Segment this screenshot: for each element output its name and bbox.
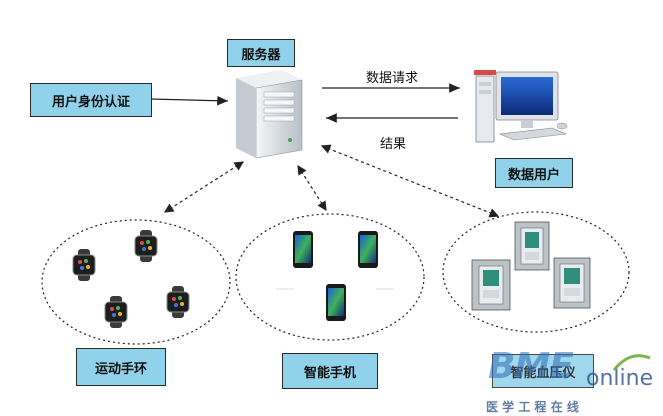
blood-pressure-monitor-icon bbox=[514, 221, 550, 271]
smartwatch-icon bbox=[104, 296, 128, 328]
blood-pressure-monitor-icon bbox=[553, 257, 591, 309]
smartphone-icon bbox=[293, 231, 313, 268]
server-tower-icon bbox=[236, 70, 303, 159]
smartphone-icon bbox=[326, 284, 346, 321]
sport-band-label: 运动手环 bbox=[76, 348, 166, 386]
bp-meter-label: 智能血压仪 bbox=[492, 354, 594, 388]
smartwatch-icon bbox=[166, 286, 190, 318]
server-phone-link bbox=[297, 164, 327, 212]
smartwatch-icon bbox=[72, 249, 96, 281]
server-watch-link bbox=[163, 161, 245, 213]
server-label: 服务器 bbox=[227, 39, 295, 67]
server-bp-link bbox=[320, 144, 500, 218]
user-auth-label: 用户身份认证 bbox=[30, 83, 152, 117]
bme-online-watermark: BME online 医 学 工 程 在 线 bbox=[484, 346, 663, 416]
watermark-brand: BME bbox=[488, 346, 574, 387]
desktop-computer-icon bbox=[474, 70, 568, 143]
data-request-text: 数据请求 bbox=[366, 71, 419, 86]
result-text: 结果 bbox=[380, 137, 407, 152]
watermark-tagline: 医 学 工 程 在 线 bbox=[486, 400, 579, 414]
auth-to-server-arrow bbox=[149, 95, 229, 106]
smartwatch-icon bbox=[134, 230, 158, 262]
watermark-swoosh-icon bbox=[612, 354, 651, 371]
watch-group-ellipse bbox=[41, 219, 231, 345]
watermark-suffix: online bbox=[586, 366, 654, 391]
phone-group-ellipse bbox=[235, 213, 425, 341]
bp-group-ellipse bbox=[442, 211, 630, 333]
blood-pressure-monitor-icon bbox=[471, 259, 511, 311]
smartphone-icon bbox=[358, 231, 378, 268]
smartphone-label: 智能手机 bbox=[282, 353, 378, 389]
data-user-label: 数据用户 bbox=[495, 158, 573, 188]
